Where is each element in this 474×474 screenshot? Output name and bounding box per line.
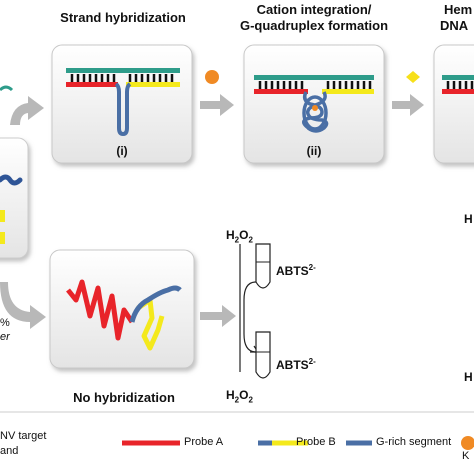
hemin-icon [406, 71, 420, 83]
panel-label-ii: (ii) [306, 144, 322, 158]
legend-g-rich: G-rich segment [376, 436, 452, 448]
arrow-no-hyb-to-tubes [200, 305, 236, 327]
title-dnazyme-partial: DNA [440, 18, 469, 33]
legend [0, 411, 474, 450]
panel-no-hybridization [49, 249, 195, 369]
legend-swatch-cation [461, 436, 474, 450]
right-edge-text-h1: H [464, 212, 473, 226]
legend-target-line1: NV target [0, 430, 47, 442]
g-quadruplex-structure [302, 91, 329, 133]
legend-k-partial: K [462, 450, 470, 462]
arrow-left-lower [0, 282, 46, 329]
legend-probe-b-label: Probe B [296, 436, 336, 448]
title-hemin-partial: Hem [444, 2, 473, 17]
label-no-hybridization: No hybridization [73, 390, 175, 405]
left-partial-panel [0, 137, 29, 259]
label-abts-top: ABTS2- [276, 263, 316, 278]
tube-bottom [255, 331, 271, 379]
g-rich-segment-open [114, 82, 132, 137]
label-h2o2-top: H2O2 [226, 228, 253, 245]
title-g-quadruplex-formation: G-quadruplex formation [239, 18, 389, 33]
arrow-step1-step2 [200, 94, 234, 116]
label-abts-bottom: ABTS2- [276, 357, 316, 372]
left-edge-text-1: % [0, 317, 10, 329]
right-edge-text-h2: H [464, 370, 473, 384]
probe-b-strand [126, 82, 180, 87]
reaction-tubes [239, 243, 271, 379]
title-strand-hybridization: Strand hybridization [60, 10, 186, 25]
probe-a-strand [66, 82, 118, 87]
legend-probe-a: Probe A [184, 436, 224, 448]
cation-bound-icon [312, 105, 318, 111]
panel-strand-hybridization [51, 44, 193, 164]
legend-target-line2: and [0, 445, 19, 457]
probe-a-unhybridized [66, 279, 135, 341]
panel-hemin-dnazyme-partial [433, 44, 474, 164]
arrow-step2-step3 [392, 94, 424, 116]
title-cation-integration: Cation integration/ [256, 2, 372, 17]
g-rich-unhybridized [129, 285, 182, 323]
label-h2o2-bottom: H2O2 [226, 388, 253, 405]
left-edge-text-2: er [0, 331, 10, 343]
panel-g-quadruplex [243, 44, 385, 164]
cation-icon [205, 70, 219, 84]
target-strand [66, 68, 180, 73]
arrow-left-upper [10, 96, 44, 125]
teal-squiggle [0, 85, 14, 92]
tube-top [255, 243, 271, 289]
panel-label-i: (i) [116, 144, 128, 158]
base-pair-rungs [70, 74, 174, 82]
